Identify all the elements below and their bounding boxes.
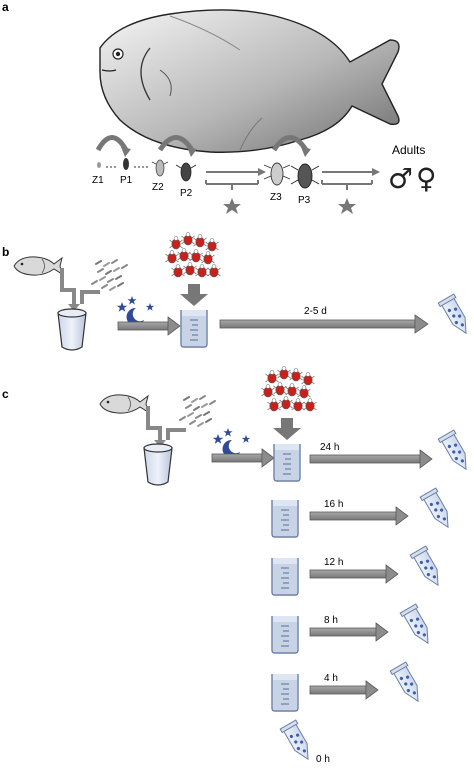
- transition-arrow-1: [205, 168, 266, 214]
- fish-icon: [13, 256, 63, 276]
- panel-b-label: b: [2, 245, 9, 259]
- time-arrow-12h: [309, 569, 387, 579]
- transfer-arrow: [211, 453, 263, 463]
- transfer-arrow: [117, 321, 169, 331]
- sample-tube-16h-icon: [419, 487, 457, 533]
- transition-arrow-2: [321, 168, 380, 214]
- sample-tube-0h-icon: [279, 719, 317, 765]
- beaker-icon: [273, 443, 301, 482]
- host-fish-illustration: [99, 9, 400, 153]
- stage-z2-icon: [151, 159, 169, 177]
- star-icon: [223, 198, 241, 214]
- stage-z1-label: Z1: [92, 175, 104, 186]
- bucket-icon: [143, 443, 173, 486]
- cycle-arrow-1: [95, 135, 129, 152]
- adults-label: Adults: [392, 143, 425, 157]
- incubation-arrow: [219, 319, 416, 329]
- bucket-icon: [57, 308, 87, 351]
- stage-z1-icon: [97, 162, 101, 168]
- female-symbol-icon: ♀: [416, 162, 437, 195]
- stage-z2-label: Z2: [152, 182, 164, 193]
- parasite-cluster-icon: [261, 366, 317, 412]
- time-label-12h: 12 h: [324, 557, 343, 568]
- beaker-icon: [271, 673, 299, 712]
- night-icon: [212, 428, 251, 458]
- beaker-icon: [180, 309, 208, 348]
- time-label-0h: 0 h: [316, 754, 330, 765]
- beaker-icon: [271, 499, 299, 538]
- fish-icon: [99, 394, 149, 414]
- sample-tube-4h-icon: [389, 661, 427, 707]
- male-symbol-icon: ♂: [388, 162, 413, 195]
- night-icon: [116, 296, 155, 326]
- sample-tube-icon: [437, 293, 474, 339]
- stage-p2-label: P2: [180, 188, 193, 199]
- time-label-24h: 24 h: [320, 442, 339, 453]
- stage-p3-icon: [290, 163, 320, 189]
- time-arrow-4h: [309, 685, 367, 695]
- time-label-4h: 4 h: [324, 673, 338, 684]
- time-label-16h: 16 h: [324, 499, 343, 510]
- beaker-icon: [271, 615, 299, 654]
- star-icon: [338, 198, 356, 214]
- time-label-8h: 8 h: [324, 615, 338, 626]
- eggs-cluster-icon: [91, 259, 128, 291]
- stage-z3-icon: [263, 162, 291, 186]
- stage-z3-label: Z3: [270, 192, 282, 203]
- stage-p1-label: P1: [120, 175, 133, 186]
- sample-tube-24h-icon: [437, 429, 474, 475]
- cycle-arrow-3: [271, 135, 309, 152]
- duration-label: 2-5 d: [304, 306, 327, 317]
- panel-b-protocol: 2-5 d: [13, 232, 474, 351]
- parasite-cluster-icon: [165, 232, 221, 278]
- stage-p1-icon: [123, 158, 129, 170]
- time-arrow-16h: [309, 511, 397, 521]
- time-arrow-8h: [309, 627, 377, 637]
- sample-tube-8h-icon: [399, 603, 437, 649]
- cycle-arrow-2: [157, 135, 195, 152]
- panel-a-label: a: [2, 0, 9, 14]
- stage-p2-icon: [175, 162, 197, 182]
- beaker-icon: [271, 557, 299, 596]
- eggs-cluster-icon: [179, 395, 216, 427]
- sample-tube-12h-icon: [409, 545, 447, 591]
- panel-c-protocol: 24 h 16 h 12 h 8 h 4 h 0 h: [99, 366, 474, 765]
- time-arrow-24h: [309, 454, 421, 464]
- panel-c-label: c: [2, 387, 9, 401]
- stage-p3-label: P3: [298, 195, 311, 206]
- life-cycle-row: Z1 P1 Z2 P2: [92, 135, 437, 214]
